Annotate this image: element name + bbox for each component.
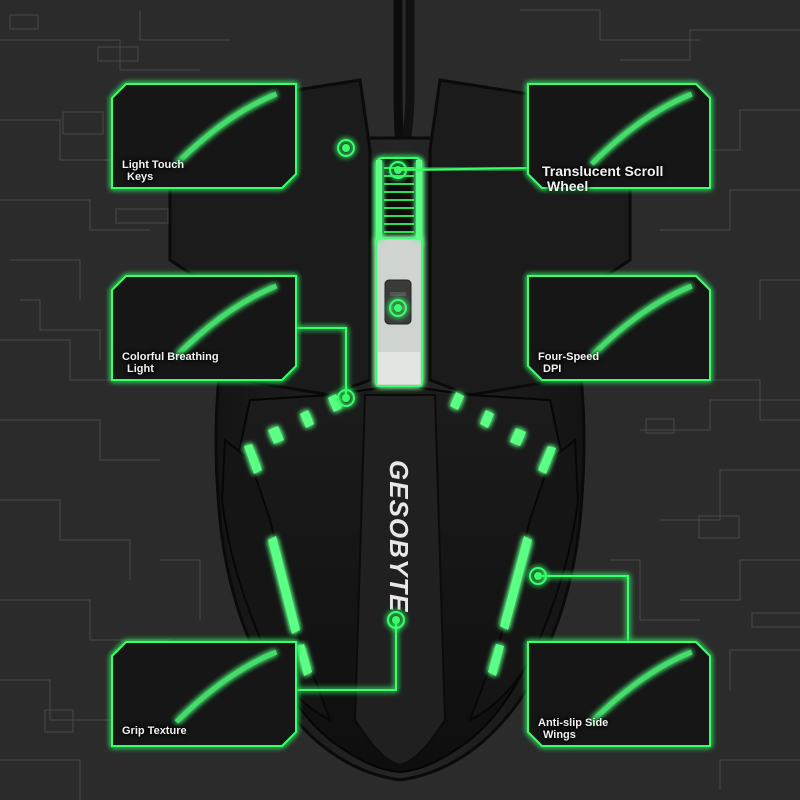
circuit-trace [700, 379, 800, 421]
callout-light-touch-keys [111, 83, 297, 189]
circuit-trace [0, 599, 170, 641]
led-segment [488, 644, 504, 676]
led-segment [538, 446, 556, 474]
circuit-trace [0, 679, 120, 721]
circuit-trace [0, 759, 81, 800]
target-marker-dot [342, 144, 350, 152]
breathing-led-strips [244, 160, 556, 676]
callout-translucent-scroll-wheel [527, 83, 711, 189]
target-marker-dot [394, 166, 402, 174]
callout-anti-slip-side-wings [527, 641, 711, 747]
circuit-trace [660, 189, 800, 231]
target-marker [387, 611, 405, 629]
callout-detail-glow [174, 283, 278, 358]
led-segment [328, 394, 342, 412]
led-segment [376, 160, 382, 240]
callout-colorful-breathing-light [111, 275, 297, 381]
connector-line [397, 167, 529, 171]
circuit-trace [640, 399, 800, 431]
callout-detail-glow [174, 91, 278, 166]
circuit-chip [751, 612, 800, 628]
circuit-trace [719, 759, 800, 790]
led-segment [300, 410, 314, 428]
led-segment [510, 428, 526, 446]
callout-detail-glow [589, 283, 693, 358]
led-segment [244, 444, 262, 474]
circuit-chip [44, 709, 74, 733]
circuit-trace [0, 499, 131, 580]
circuit-trace [10, 259, 81, 300]
circuit-trace [0, 39, 200, 71]
led-segment [416, 160, 422, 240]
brand-logo: GESOBYTE [384, 460, 414, 612]
callout-detail-glow [589, 649, 693, 724]
dpi-button [375, 237, 423, 387]
led-segment [450, 392, 464, 410]
circuit-chip [115, 208, 169, 224]
circuit-trace [0, 119, 110, 161]
callout-detail-glow [589, 91, 693, 166]
circuit-chip [698, 515, 740, 539]
target-marker-dot [394, 304, 402, 312]
connector-line [296, 327, 347, 398]
circuit-trace [20, 299, 101, 360]
led-segment [480, 410, 494, 428]
circuit-trace [139, 10, 230, 41]
circuit-trace [700, 109, 800, 151]
circuit-trace [520, 9, 700, 41]
target-marker [337, 389, 355, 407]
target-marker [529, 567, 547, 585]
callout-four-speed-dpi [527, 275, 711, 381]
callout-detail-glow [174, 649, 278, 724]
target-marker [389, 161, 407, 179]
circuit-trace [0, 199, 150, 231]
target-marker-dot [392, 616, 400, 624]
callout-grip-texture [111, 641, 297, 747]
target-marker-dot [342, 394, 350, 402]
circuit-chip [62, 111, 104, 135]
target-marker-dot [534, 572, 542, 580]
led-segment [268, 426, 284, 444]
led-segment [500, 536, 532, 630]
connector-line [538, 575, 629, 642]
circuit-trace [0, 339, 120, 381]
circuit-trace [0, 419, 160, 461]
circuit-trace [759, 279, 800, 320]
circuit-chip [9, 14, 39, 30]
circuit-trace [160, 559, 201, 620]
circuit-chip [97, 46, 139, 62]
circuit-trace [610, 559, 700, 621]
target-marker [337, 139, 355, 157]
circuit-trace [620, 29, 800, 61]
led-segment [268, 536, 300, 634]
mouse-cable [393, 0, 415, 151]
circuit-trace [660, 469, 800, 521]
connector-line [296, 620, 397, 691]
circuit-trace [680, 559, 800, 601]
circuit-trace [729, 649, 800, 690]
target-marker [389, 299, 407, 317]
callout-connectors [296, 139, 629, 691]
led-segment [296, 644, 312, 676]
circuit-chip [645, 418, 675, 434]
